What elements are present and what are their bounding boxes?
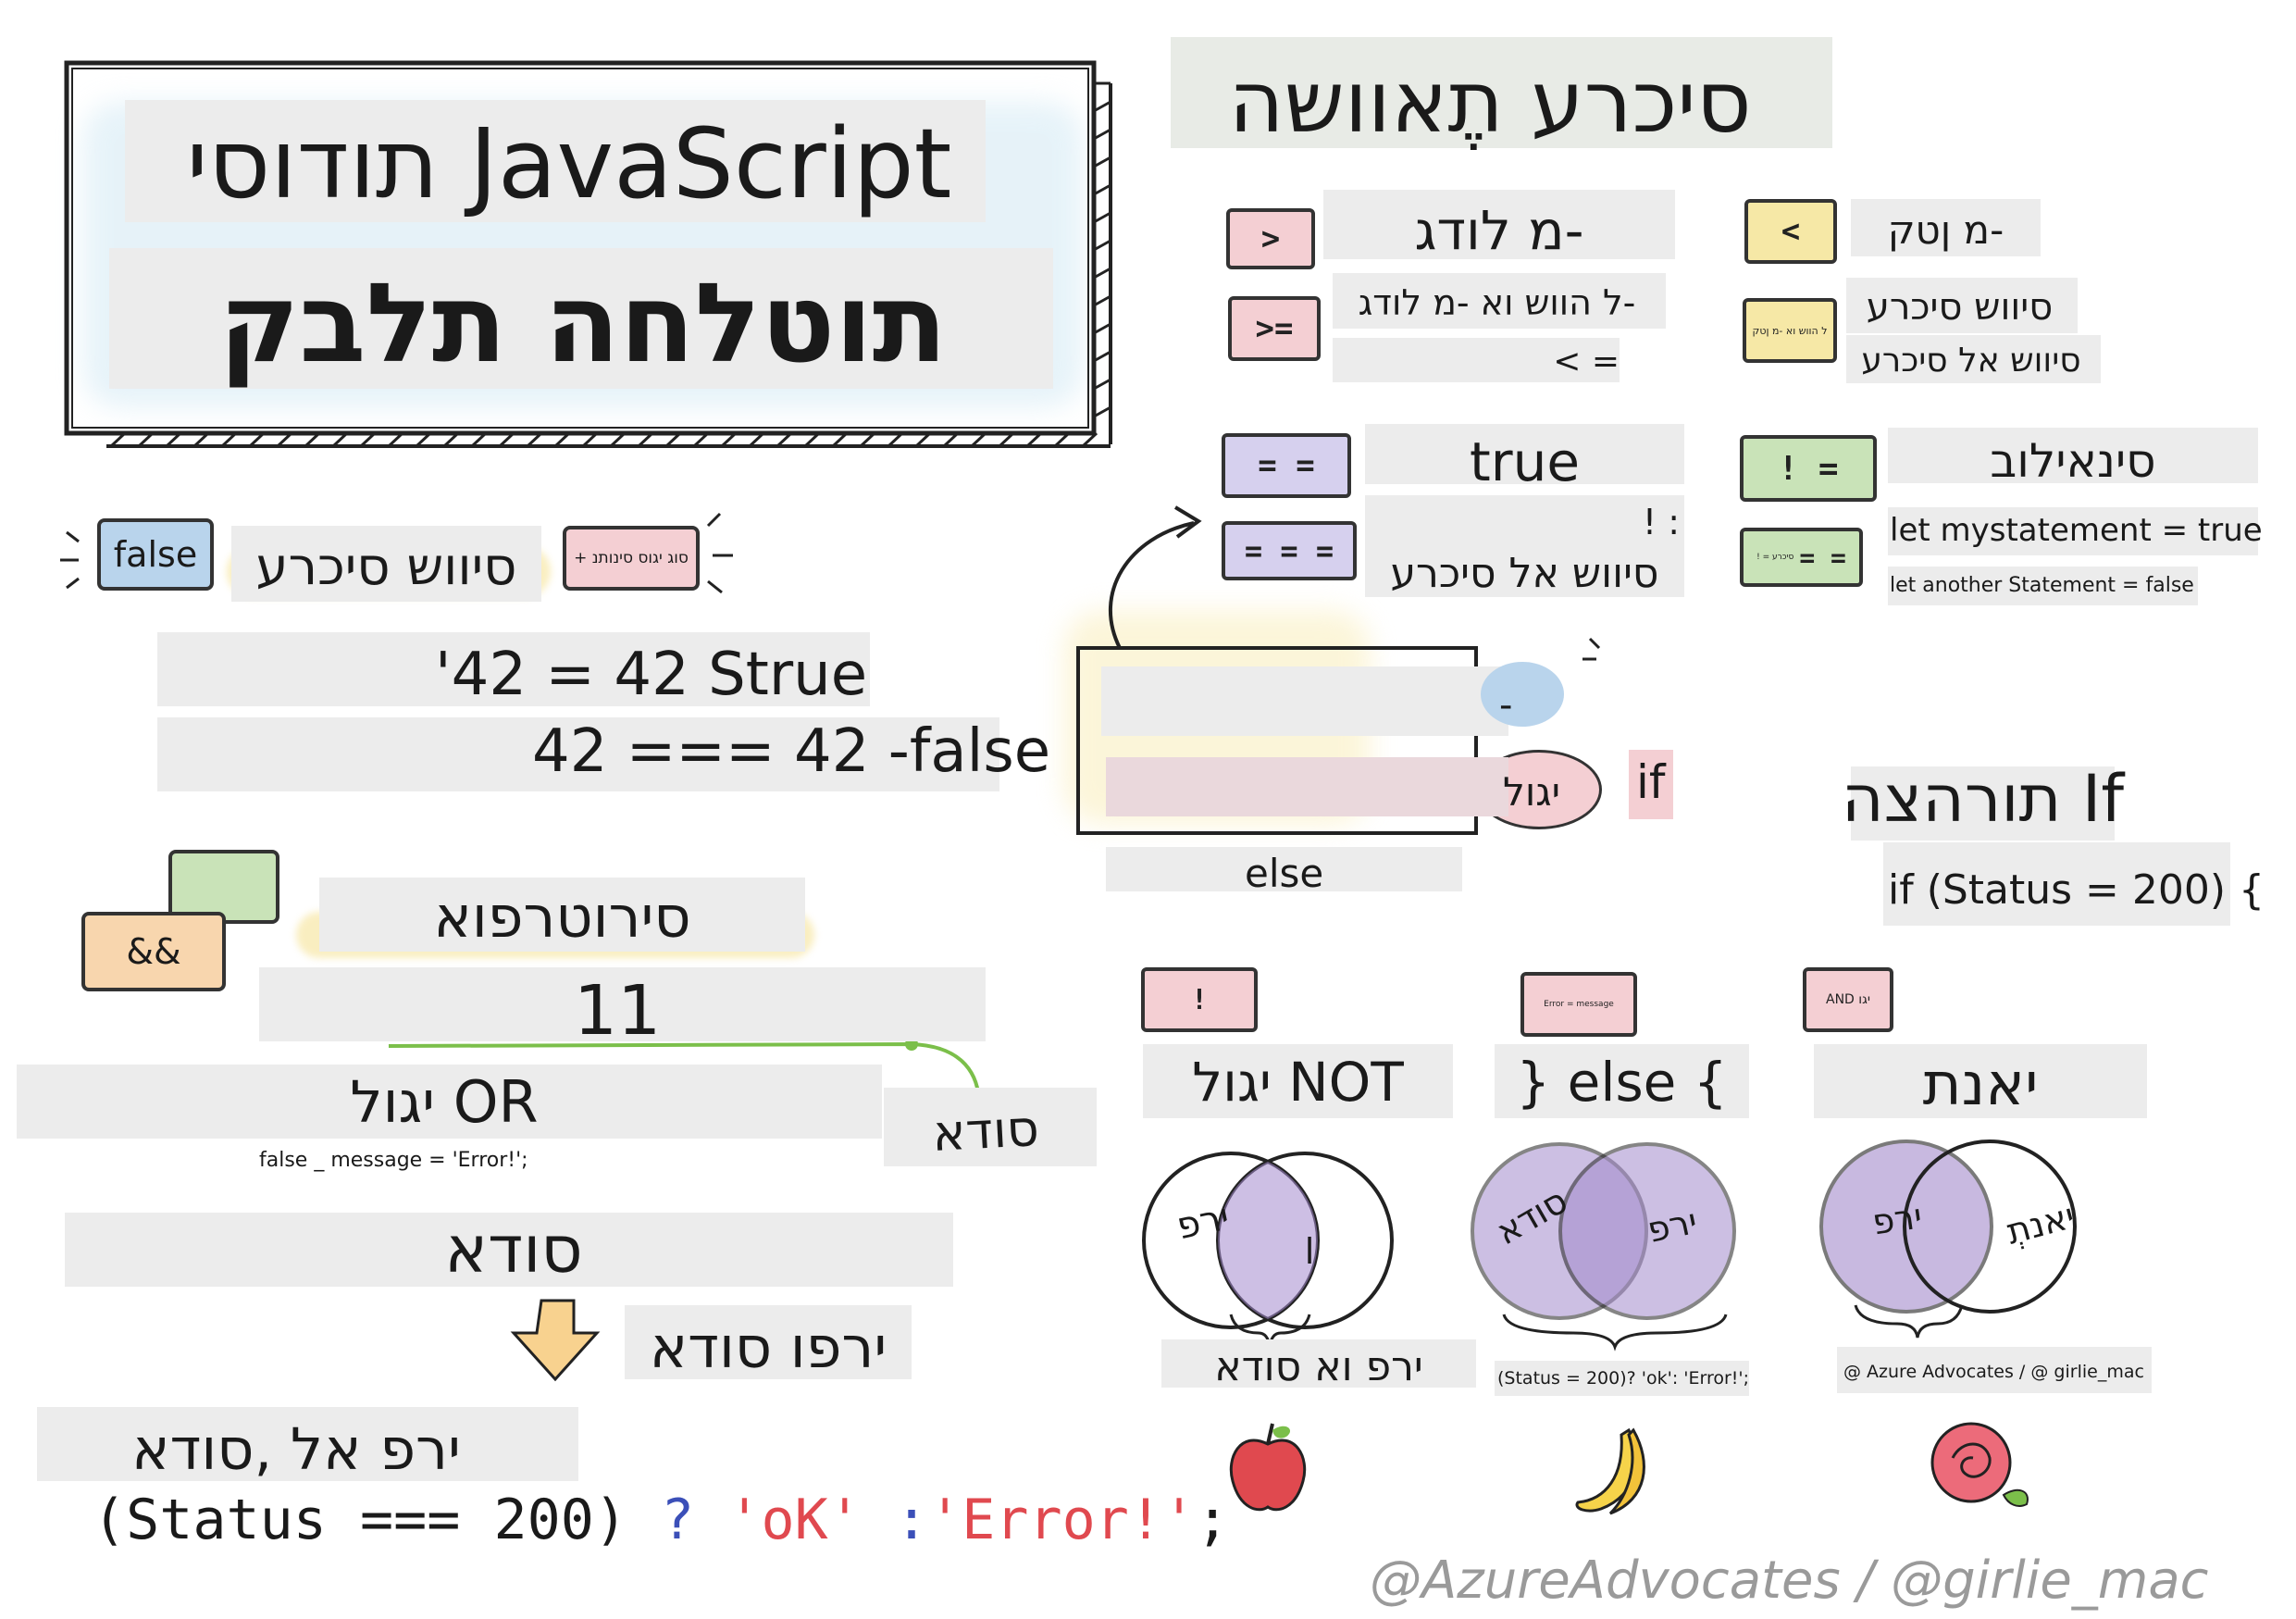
if-keyword: if (1636, 755, 1666, 809)
greater-equal-sub: < = (1553, 342, 1620, 380)
not-badge: ! (1141, 967, 1258, 1032)
not-label: NOT יגול (1192, 1051, 1404, 1114)
operators-heading: סירוטרפוא (433, 883, 691, 951)
rose-icon (1930, 1422, 2029, 1507)
page-title: JavaScript תודוסי (186, 107, 952, 220)
else-keyword: else (1245, 851, 1324, 896)
greater-equal-badge: >= (1228, 296, 1321, 361)
ternary-example: (Status === 200) ? 'oK' :'Error!'; (93, 1492, 1229, 1548)
less-equal-badge: ל הווש וא -מ ןטק (1743, 298, 1837, 363)
less-than-badge: < (1744, 199, 1837, 264)
and-speech-bubble: && (81, 912, 226, 991)
strict-equality-label-top: ! : (1642, 502, 1680, 542)
venn-not-right: ן (1304, 1224, 1315, 1264)
ternary-ok: 'oK' (727, 1488, 862, 1552)
let-true-code: let mystatement = true (1890, 512, 2263, 549)
greater-than-badge: > (1226, 208, 1315, 269)
strict-equality-example: 42 === 42 -false (532, 717, 1051, 786)
else-badge: Error = message (1520, 972, 1637, 1037)
strict-not-equal-symbol: = = (1799, 542, 1846, 573)
boolean-label: סינאילוב (1990, 434, 2156, 488)
venn-and-caption: @ Azure Advocates / @ girlie_mac (1843, 1362, 2144, 1382)
venn-and (1819, 1140, 2077, 1314)
data-types-speech-bubble: + סוג יגוס סינותנ (563, 526, 700, 591)
or-label: OR יגול (350, 1068, 539, 1136)
greater-than-label: -מ לודג (1414, 199, 1584, 262)
venn-else-caption: (Status = 200)? 'ok': 'Error!'; (1497, 1368, 1750, 1389)
less-than-label: -מ ןטק (1887, 207, 2004, 253)
and-badge: AND יגו (1803, 967, 1893, 1032)
banana-icon (1575, 1427, 1645, 1515)
page-subtitle: תוטלחה תלבק (218, 259, 948, 387)
ternary-error: 'Error!' (928, 1488, 1197, 1552)
ternary-question: ? (661, 1488, 695, 1552)
side-label: סודא (930, 1099, 1041, 1163)
not-equal-values-label: סיווש אל סיכרע (1861, 342, 2081, 380)
equal-values-label: סיווש סיכרע (1866, 286, 2054, 329)
ternary-colon: : (894, 1488, 929, 1552)
operators-number: 11 (574, 971, 662, 1051)
venn-not-caption: ירפ וא סודא (1214, 1343, 1423, 1390)
false-speech-bubble: false (97, 518, 214, 591)
venn-not (1142, 1152, 1394, 1329)
arrow-result-label: ירפו סודא (649, 1314, 887, 1381)
strict-equality-badge: = = = (1222, 521, 1357, 580)
venn-else (1471, 1142, 1736, 1320)
blue-oval-marker (1481, 662, 1564, 727)
equality-heading: סיווש סיכרע (255, 537, 517, 597)
if-block-mid-text: - (1499, 684, 1513, 727)
credit-signature: @AzureAdvocates / @girlie_mac (1370, 1551, 2209, 1611)
comparison-heading: סיכרע תֶאוושה (1228, 53, 1752, 152)
strict-not-equal-badge: ! = סיכרע = = (1740, 528, 1863, 587)
strict-equality-label: סיווש אל סיכרע (1390, 550, 1659, 597)
if-pink-chip (1629, 750, 1673, 819)
ternary-condition: (Status === 200) (93, 1488, 627, 1552)
both-label: סודא (444, 1212, 583, 1288)
loose-equality-example: '42 = 42 Strue (435, 641, 868, 709)
not-orange-label: ירפ אל ,סודא (131, 1415, 461, 1483)
greater-equal-label: -ל הווש וא -מ לודג (1358, 282, 1636, 323)
if-logic-label: יגול (1502, 769, 1560, 815)
or-message-code: false _ message = 'Error!'; (259, 1149, 528, 1172)
if-statement-heading: If תורהצה (1841, 761, 2125, 837)
not-equal-badge: ! = (1740, 435, 1877, 502)
and-label: יאנת (1922, 1051, 2039, 1119)
else-label: } else { (1516, 1051, 1728, 1114)
if-statement-code: if (Status = 200) { (1888, 866, 2265, 914)
apple-icon (1229, 1423, 1307, 1512)
ternary-semicolon: ; (1196, 1488, 1230, 1552)
equality-label: true (1469, 430, 1581, 493)
equality-badge: = = (1222, 433, 1351, 498)
strict-not-equal-tag: ! = סיכרע (1756, 553, 1794, 562)
let-false-code: let another Statement = false (1890, 574, 2194, 597)
